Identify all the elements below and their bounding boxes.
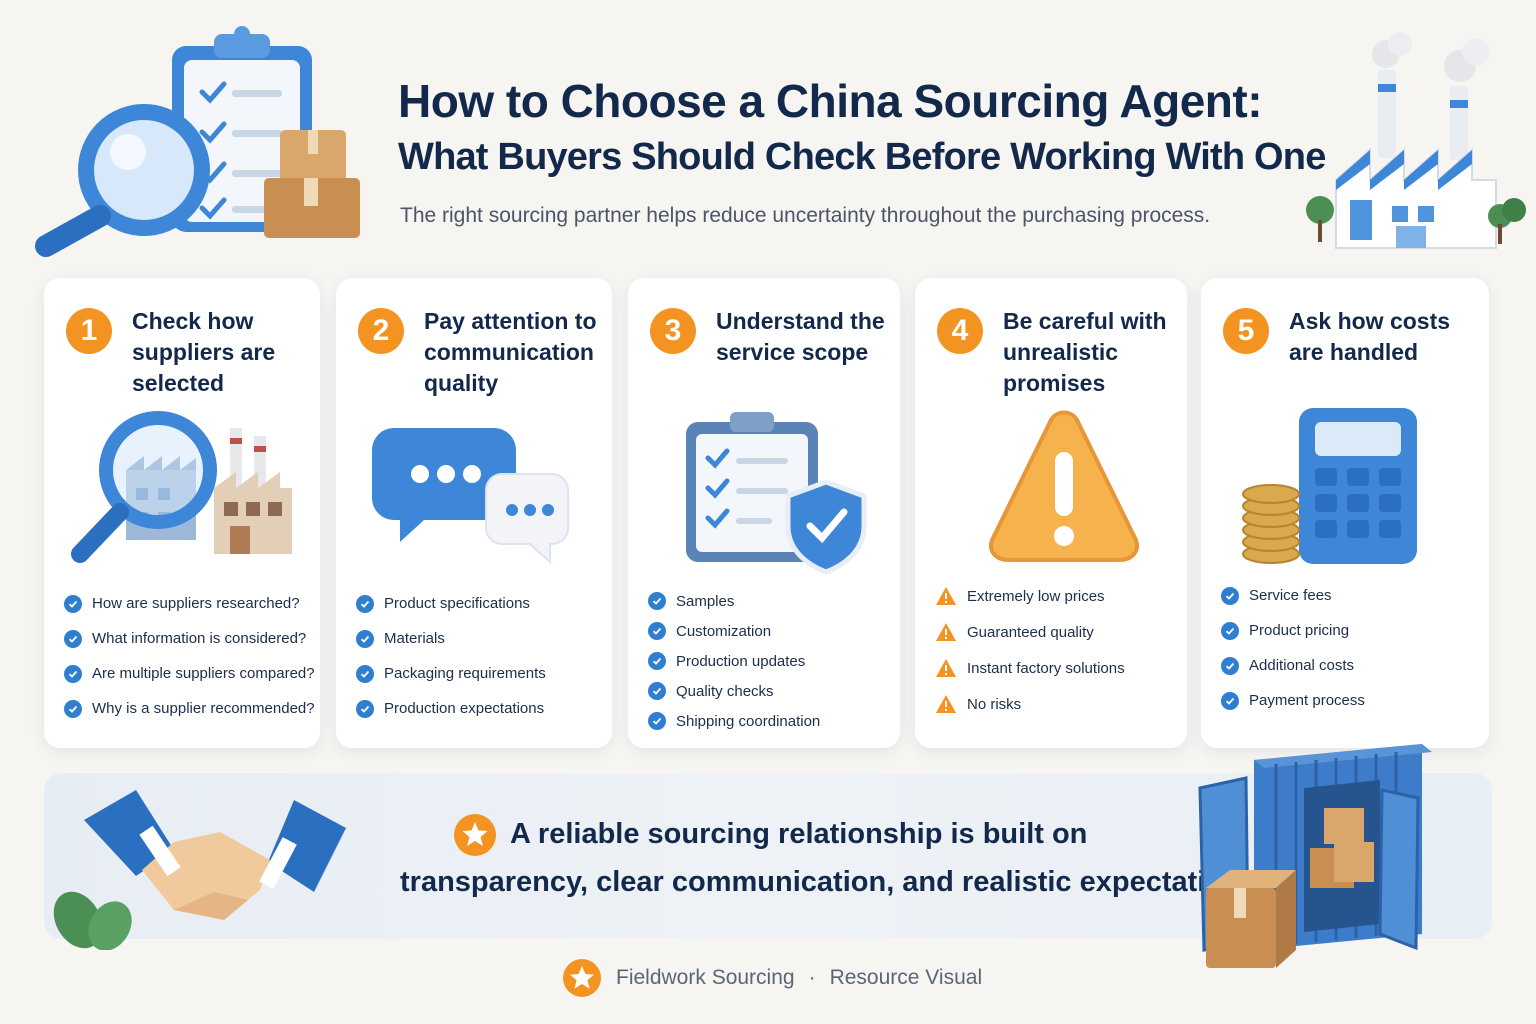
card-title: Understand the service scope — [716, 308, 885, 365]
check-circle-icon — [648, 652, 666, 670]
list-item: Packaging requirements — [356, 656, 546, 691]
list-item: Payment process — [1221, 683, 1365, 718]
shipping-container-icon — [1198, 744, 1432, 968]
card-unrealistic-promises: 4 Be careful with unrealistic promises E… — [915, 278, 1187, 748]
warning-icon — [936, 587, 956, 605]
magnifier-factory-icon — [71, 411, 292, 563]
check-circle-icon — [64, 664, 82, 683]
warning-icon — [936, 623, 956, 641]
list-item: Additional costs — [1221, 648, 1365, 683]
warning-triangle-icon — [989, 410, 1139, 562]
warning-icon — [936, 659, 956, 677]
list-item: What information is considered? — [64, 621, 315, 656]
list-item: Why is a supplier recommended? — [64, 691, 315, 726]
card-communication: 2 Pay attention to communication quality… — [336, 278, 612, 748]
check-circle-icon — [64, 629, 82, 648]
list-item: Guaranteed quality — [935, 614, 1125, 650]
banner-headline: A reliable sourcing relationship is buil… — [510, 818, 1088, 850]
list-item: Production expectations — [356, 691, 546, 726]
list-item: How are suppliers researched? — [64, 586, 315, 621]
list-item: Quality checks — [648, 676, 820, 706]
list-item: Materials — [356, 621, 546, 656]
step-number-badge: 4 — [937, 308, 983, 354]
step-number-badge: 3 — [650, 308, 696, 354]
page-subtitle: The right sourcing partner helps reduce … — [400, 204, 1211, 227]
calculator-coins-icon — [1242, 408, 1417, 564]
list-item: Samples — [648, 586, 820, 616]
check-circle-icon — [648, 622, 666, 640]
list-item: Product pricing — [1221, 613, 1365, 648]
footer-label: Resource Visual — [829, 966, 983, 989]
list-item: Shipping coordination — [648, 706, 820, 736]
card-supplier-selection: 1 Check how suppliers are selected How a… — [44, 278, 320, 748]
check-circle-icon — [648, 682, 666, 700]
card-title: Pay attention to communication quality — [424, 308, 597, 396]
card-title: Be careful with unrealistic promises — [1003, 308, 1167, 396]
step-number-badge: 1 — [66, 308, 112, 354]
banner-headline-secondary: transparency, clear communication, and r… — [400, 866, 1265, 898]
page-title: How to Choose a China Sourcing Agent: — [398, 75, 1263, 127]
handshake-icon — [53, 790, 346, 950]
check-circle-icon — [1221, 586, 1239, 605]
list-item: Instant factory solutions — [935, 650, 1125, 686]
page-title-secondary: What Buyers Should Check Before Working … — [398, 136, 1326, 178]
star-badge-icon — [454, 814, 496, 856]
card-service-scope: 3 Understand the service scope Samples C… — [628, 278, 900, 748]
list-item: Product specifications — [356, 586, 546, 621]
list-item: Service fees — [1221, 578, 1365, 613]
list-item: Are multiple suppliers compared? — [64, 656, 315, 691]
step-number-badge: 5 — [1223, 308, 1269, 354]
check-circle-icon — [648, 712, 666, 730]
footer-separator: · — [808, 966, 816, 989]
check-circle-icon — [1221, 656, 1239, 675]
check-circle-icon — [356, 629, 374, 648]
clipboard-shield-icon — [686, 412, 867, 575]
check-circle-icon — [1221, 621, 1239, 640]
check-circle-icon — [64, 594, 82, 613]
footer: Fieldwork Sourcing · Resource Visual — [562, 958, 982, 998]
star-logo-icon — [563, 959, 601, 997]
step-number-badge: 2 — [358, 308, 404, 354]
list-item: No risks — [935, 686, 1125, 722]
card-title: Ask how costs are handled — [1289, 308, 1451, 365]
list-item: Customization — [648, 616, 820, 646]
warning-icon — [936, 695, 956, 713]
card-costs: 5 Ask how costs are handled Service fees… — [1201, 278, 1489, 748]
list-item: Extremely low prices — [935, 578, 1125, 614]
check-circle-icon — [356, 699, 374, 718]
card-title: Check how suppliers are selected — [132, 308, 276, 396]
check-circle-icon — [648, 592, 666, 610]
footer-brand: Fieldwork Sourcing — [616, 966, 795, 989]
clipboard-magnifier-icon — [35, 26, 360, 257]
factory-icon — [1306, 32, 1526, 249]
chat-bubbles-icon — [372, 428, 569, 565]
check-circle-icon — [1221, 691, 1239, 710]
check-circle-icon — [64, 699, 82, 718]
check-circle-icon — [356, 594, 374, 613]
list-item: Production updates — [648, 646, 820, 676]
check-circle-icon — [356, 664, 374, 683]
